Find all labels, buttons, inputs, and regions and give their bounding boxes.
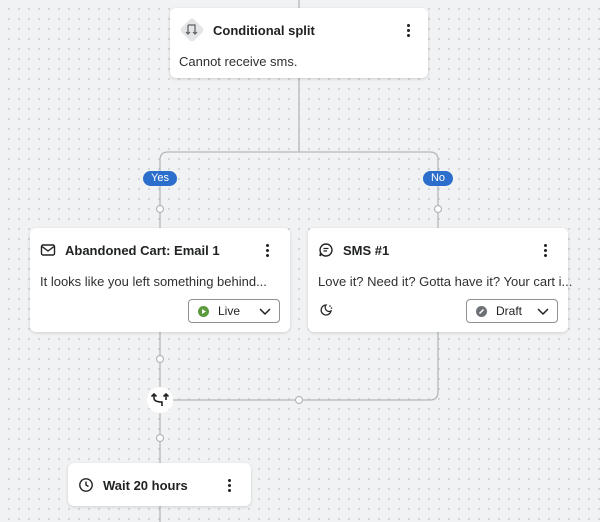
card-title: Wait 20 hours [103, 478, 188, 493]
sms-preview: Love it? Need it? Gotta have it? Your ca… [318, 274, 573, 289]
more-menu-button[interactable] [223, 476, 235, 494]
sms-status-select[interactable]: Draft [466, 299, 558, 323]
connector-node [294, 395, 304, 405]
branch-yes-label: Yes [143, 171, 177, 186]
split-icon [178, 16, 206, 44]
more-menu-button[interactable] [261, 241, 273, 259]
email-preview: It looks like you left something behind.… [40, 274, 267, 289]
card-title: Conditional split [213, 23, 315, 38]
connector-node [155, 354, 165, 364]
more-menu-button[interactable] [402, 21, 414, 39]
connector-node [155, 204, 165, 214]
connector-node [155, 433, 165, 443]
status-label: Draft [496, 304, 523, 318]
email-status-select[interactable]: Live [188, 299, 280, 323]
envelope-icon [40, 242, 56, 263]
quiet-hours-moon-icon [319, 303, 333, 322]
chat-icon [318, 242, 334, 263]
merge-icon [147, 387, 173, 413]
status-label: Live [218, 304, 241, 318]
connector-node [433, 204, 443, 214]
draft-status-icon [476, 305, 487, 317]
chevron-down-icon [259, 308, 271, 316]
email-card[interactable]: Abandoned Cart: Email 1 It looks like yo… [30, 228, 290, 332]
branch-no-label: No [422, 171, 454, 186]
wait-card[interactable]: Wait 20 hours [68, 463, 251, 506]
chevron-down-icon [537, 308, 549, 316]
card-title: SMS #1 [343, 243, 390, 258]
live-status-icon [198, 305, 209, 317]
card-title: Abandoned Cart: Email 1 [65, 243, 220, 258]
sms-card[interactable]: SMS #1 Love it? Need it? Gotta have it? … [308, 228, 572, 332]
conditional-split-card[interactable]: Conditional split Cannot receive sms. [170, 8, 428, 78]
more-menu-button[interactable] [539, 241, 551, 259]
clock-icon [78, 477, 94, 498]
card-description: Cannot receive sms. [179, 54, 298, 69]
